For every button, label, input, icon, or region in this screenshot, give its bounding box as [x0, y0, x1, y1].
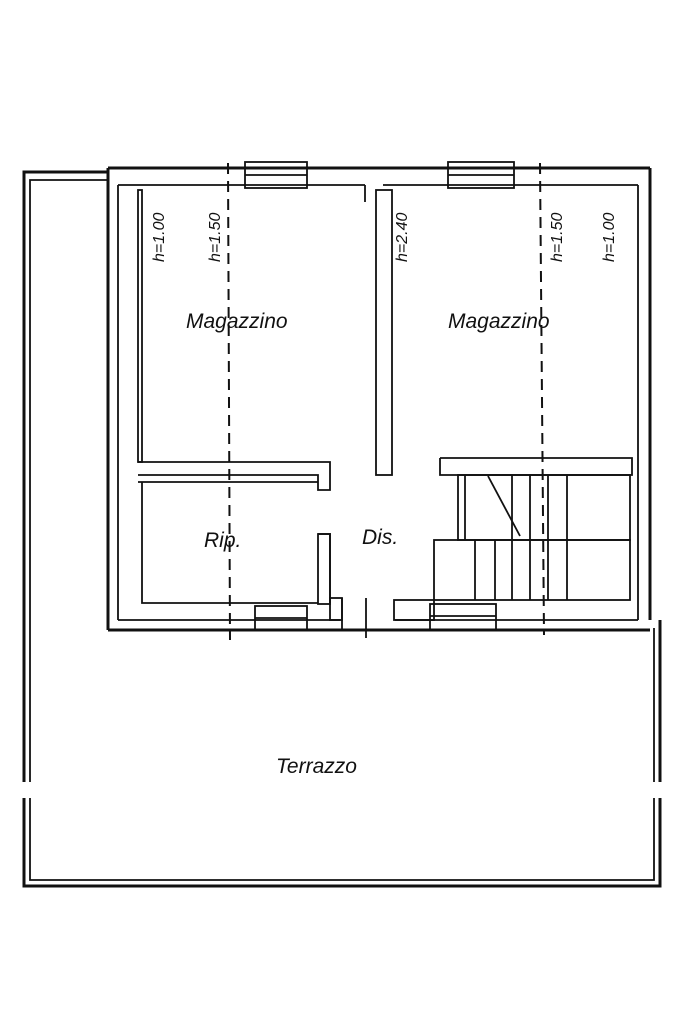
height-dashed-lines — [227, 162, 545, 641]
rip-room — [138, 481, 343, 621]
staircase — [393, 474, 631, 621]
height-label-center-wall: h=2.40 — [394, 213, 411, 262]
room-label-terrazzo: Terrazzo — [276, 755, 357, 778]
room-label-dis: Dis. — [362, 526, 398, 549]
room-label-magazzino-right: Magazzino — [448, 310, 550, 333]
height-label-right-dashed: h=1.50 — [549, 213, 566, 262]
terrace-outline — [22, 170, 662, 888]
room-label-magazzino-left: Magazzino — [186, 310, 288, 333]
left-storage-walls — [137, 185, 366, 491]
windows — [244, 161, 515, 631]
building-walls — [106, 166, 652, 632]
right-storage-walls — [439, 457, 633, 476]
room-label-rip: Rip. — [204, 529, 241, 552]
height-label-left-dashed: h=1.50 — [207, 213, 224, 262]
entry-posts — [341, 598, 367, 638]
height-label-left-wall: h=1.00 — [151, 213, 168, 262]
height-label-right-wall: h=1.00 — [601, 213, 618, 262]
center-partition — [375, 189, 393, 476]
